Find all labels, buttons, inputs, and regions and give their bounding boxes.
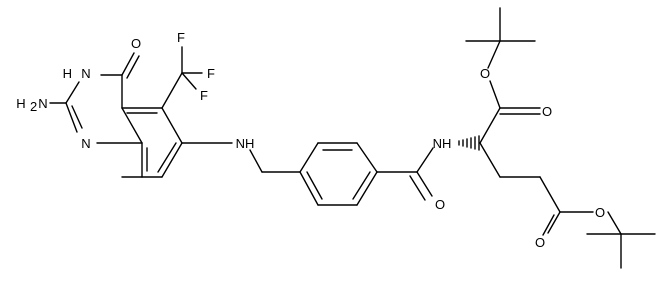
bond (161, 142, 183, 178)
bond (161, 107, 183, 144)
bond (479, 107, 501, 144)
bond (126, 55, 140, 79)
atom-label-o: O (435, 197, 445, 212)
bond (249, 149, 263, 173)
bond (157, 142, 177, 173)
bond (356, 142, 378, 173)
atom-labels: O H N H 2 N N F F F NH O NH O O O O (16, 30, 605, 250)
bond (479, 142, 501, 178)
bond (299, 171, 319, 206)
bond (306, 171, 323, 200)
bond (65, 81, 80, 104)
atom-label-o: O (535, 235, 545, 250)
bond (416, 147, 434, 173)
bond (121, 107, 143, 144)
atom-label-h: H (63, 66, 72, 81)
atom-label-o: O (595, 205, 605, 220)
bond (121, 52, 135, 76)
benzamide-core (249, 142, 434, 206)
bond (547, 211, 561, 234)
atom-label-o: O (542, 104, 552, 119)
atom-label-n: N (38, 96, 47, 111)
atom-label-n: N (81, 66, 90, 81)
bond (539, 176, 561, 213)
bond (71, 105, 83, 129)
bond (487, 40, 501, 69)
atom-label-f: F (177, 30, 185, 45)
atom-label-n: N (81, 136, 90, 151)
bond (65, 102, 78, 133)
atom-label-subscript: 2 (30, 99, 37, 114)
bond (181, 72, 197, 90)
stereo-hash-bond (458, 135, 480, 151)
bond (416, 171, 433, 197)
atom-label-h: H (16, 96, 25, 111)
bond (489, 80, 501, 109)
atom-label-nh: NH (433, 136, 452, 151)
bond (607, 211, 622, 235)
atom-label-f: F (207, 66, 215, 81)
bond (356, 171, 378, 206)
glutamate-ester (458, 7, 656, 269)
quinazolinone-core (49, 46, 233, 178)
bond (542, 214, 555, 236)
bond (299, 142, 319, 173)
atom-label-f: F (200, 88, 208, 103)
bond (161, 72, 183, 109)
atom-label-nh: NH (236, 136, 255, 151)
atom-label-o: O (131, 36, 141, 51)
bond (352, 171, 371, 200)
atom-label-o: O (480, 66, 490, 81)
bond (409, 175, 426, 201)
